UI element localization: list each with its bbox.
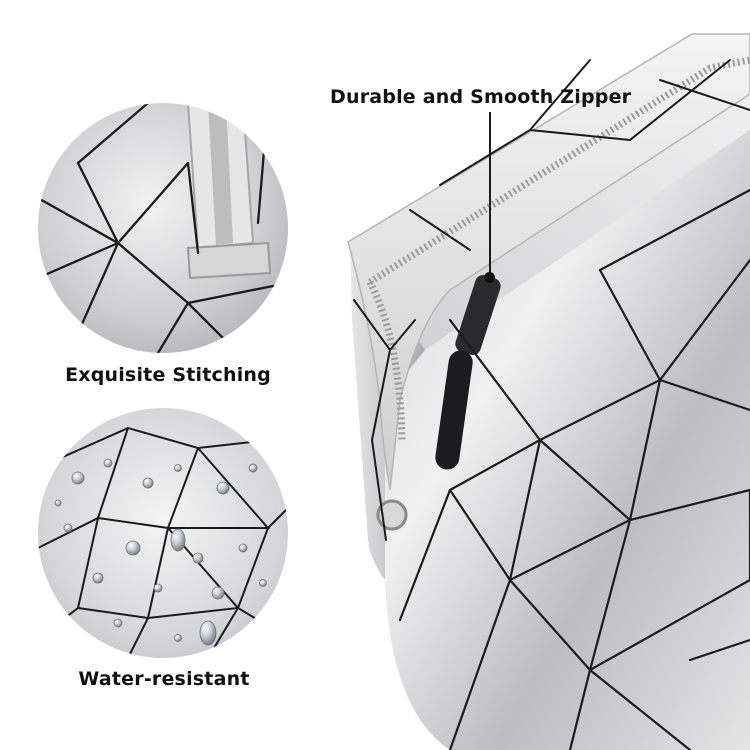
cosmetic-bag-image (347, 33, 750, 750)
zipper-callout-dot (484, 272, 495, 283)
zipper-caption: Durable and Smooth Zipper (330, 86, 632, 108)
water-resistant-detail-image (38, 408, 288, 658)
stitching-detail-image (38, 103, 288, 353)
zipper-callout-line (489, 112, 491, 277)
water-resistant-caption: Water-resistant (78, 668, 250, 690)
stitching-caption: Exquisite Stitching (65, 364, 271, 386)
